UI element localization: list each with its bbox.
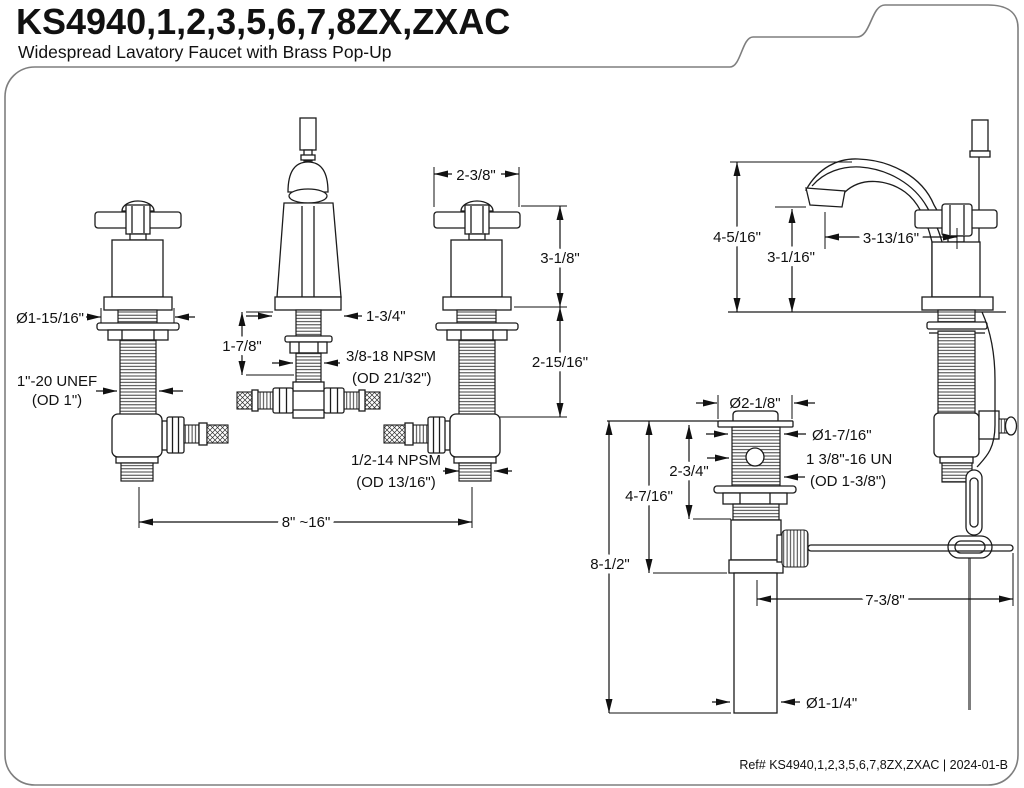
dim-flange-dia: Ø2-1/8": [729, 395, 780, 412]
reference-note: Ref# KS4940,1,2,3,5,6,7,8ZX,ZXAC | 2024-…: [739, 758, 1008, 772]
left-handle-assembly: [94, 200, 182, 418]
left-valve-body: [111, 413, 229, 482]
page-subtitle: Widespread Lavatory Faucet with Brass Po…: [18, 42, 392, 62]
dim-handle-shank-thread-od: (OD 1"): [32, 392, 82, 409]
dim-body-dia: Ø1-7/16": [812, 427, 872, 444]
dim-spout-reach: 3-13/16": [863, 230, 919, 247]
dim-spout-flange-width: 1-3/4": [366, 308, 406, 325]
dim-valve-outlet-thread-od: (OD 13/16"): [356, 474, 436, 491]
spout-assembly: [236, 117, 381, 419]
front-view: 2-3/8" 3-1/8" 2-15/16" Ø1-15/16" 1"-20 U…: [16, 117, 593, 536]
supply-hose-right: [323, 387, 381, 414]
right-valve-body: [383, 413, 501, 482]
dim-rod-reach: 7-3/8": [865, 592, 905, 609]
page-title: KS4940,1,2,3,5,6,7,8ZX,ZXAC: [16, 1, 511, 42]
dim-body-length: 2-3/4": [669, 463, 709, 480]
supply-hose-left: [236, 387, 294, 414]
dim-body-thread-od: (OD 1-3/8"): [810, 473, 886, 490]
dim-body-thread: 1 3/8"-16 UN: [806, 451, 892, 468]
dim-spout-shank-thread: 3/8-18 NPSM: [346, 348, 436, 365]
dim-handle-shank-thread: 1"-20 UNEF: [17, 373, 97, 390]
dim-spout-shank-thread-od: (OD 21/32"): [352, 370, 432, 387]
sheet-border: [4, 4, 1019, 786]
dim-overall-length: 8-1/2": [590, 556, 630, 573]
dim-spout-shank-exposed: 1-7/8": [222, 338, 262, 355]
dim-tailpiece-dia: Ø1-1/4": [806, 695, 857, 712]
dim-flange-to-tail: 4-7/16": [625, 488, 673, 505]
dim-handle-width: 2-3/8": [456, 167, 496, 184]
right-handle-assembly: [433, 200, 521, 418]
dim-shank-length: 2-15/16": [532, 354, 588, 371]
dim-handle-height: 3-1/8": [540, 250, 580, 267]
dim-outlet-height: 3-1/16": [767, 249, 815, 266]
dim-spread: 8" ~16": [282, 514, 331, 531]
dim-spout-height: 4-5/16": [713, 229, 761, 246]
dim-valve-outlet-thread: 1/2-14 NPSM: [351, 452, 441, 469]
dim-handle-flange-dia: Ø1-15/16": [16, 310, 84, 327]
